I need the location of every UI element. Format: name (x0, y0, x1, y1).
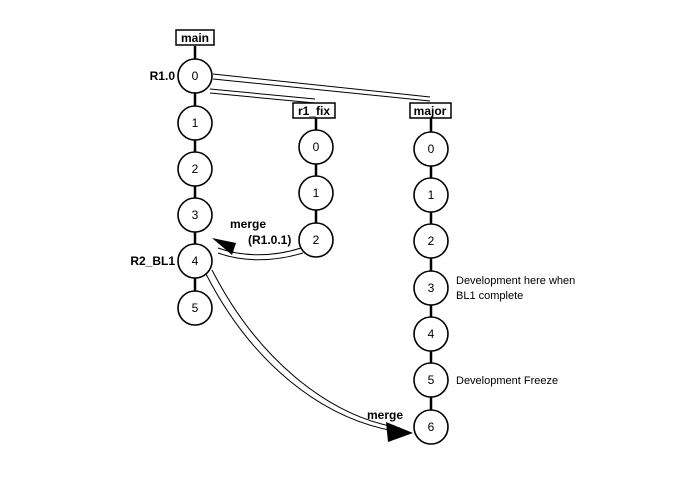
major-node-1: 1 (413, 177, 449, 213)
major-node-0-label: 0 (428, 142, 435, 156)
main-node-1-label: 1 (192, 116, 199, 130)
major-node-1-label: 1 (428, 188, 435, 202)
r1-fix-node-2: 2 (298, 222, 334, 258)
main-node-5: 5 (177, 290, 213, 326)
main-node-4-label: 4 (192, 254, 199, 268)
main-node-5-label: 5 (192, 301, 199, 315)
main-node-3: 3 (177, 197, 213, 233)
major-node-2: 2 (413, 223, 449, 259)
merge-arrow-r1-fix-to-main (212, 238, 304, 261)
r1-fix-node-2-label: 2 (313, 233, 320, 247)
branch-label-major-text: major (414, 104, 447, 118)
r1-fix-node-1: 1 (298, 175, 334, 211)
major-node-3-label: 3 (428, 281, 435, 295)
branch-label-main: main (175, 29, 215, 46)
main-node-2-label: 2 (192, 162, 199, 176)
branch-label-main-text: main (181, 31, 209, 45)
tag-r2-bl1: R2_BL1 (130, 254, 175, 268)
r1-fix-node-1-label: 1 (313, 186, 320, 200)
major-node-4-label: 4 (428, 327, 435, 341)
major-node-0: 0 (413, 131, 449, 167)
major-node-6: 6 (413, 409, 449, 445)
major-node-3: 3 (413, 270, 449, 306)
r1-fix-node-0: 0 (298, 129, 334, 165)
merge-label-major: merge (367, 408, 403, 422)
major-node-4: 4 (413, 316, 449, 352)
branch-label-r1-fix: r1_fix (292, 102, 336, 119)
merge-label-r1-fix: merge (230, 217, 266, 231)
main-node-3-label: 3 (192, 208, 199, 222)
merge-sublabel-r1-fix: (R1.0.1) (248, 233, 291, 247)
branch-connector-main-to-r1-fix (209, 88, 316, 104)
main-node-1: 1 (177, 105, 213, 141)
main-node-0-label: 0 (192, 69, 199, 83)
branch-connector-main-to-major (212, 73, 431, 102)
major-node-6-label: 6 (428, 420, 435, 434)
branch-label-major: major (409, 102, 452, 119)
main-node-4: 4 (177, 243, 213, 279)
note-major-3-line2: BL1 complete (456, 290, 523, 302)
merge-arrow-main-to-major (205, 269, 413, 442)
r1-fix-node-0-label: 0 (313, 140, 320, 154)
note-major-5: Development Freeze (456, 375, 558, 387)
major-node-5: 5 (413, 362, 449, 398)
main-node-2: 2 (177, 151, 213, 187)
tag-r1-0: R1.0 (150, 69, 176, 83)
branch-label-r1-fix-text: r1_fix (298, 104, 330, 118)
note-major-3-line1: Development here when (456, 275, 575, 287)
major-node-5-label: 5 (428, 373, 435, 387)
main-node-0: 0 (177, 58, 213, 94)
major-node-2-label: 2 (428, 234, 435, 248)
